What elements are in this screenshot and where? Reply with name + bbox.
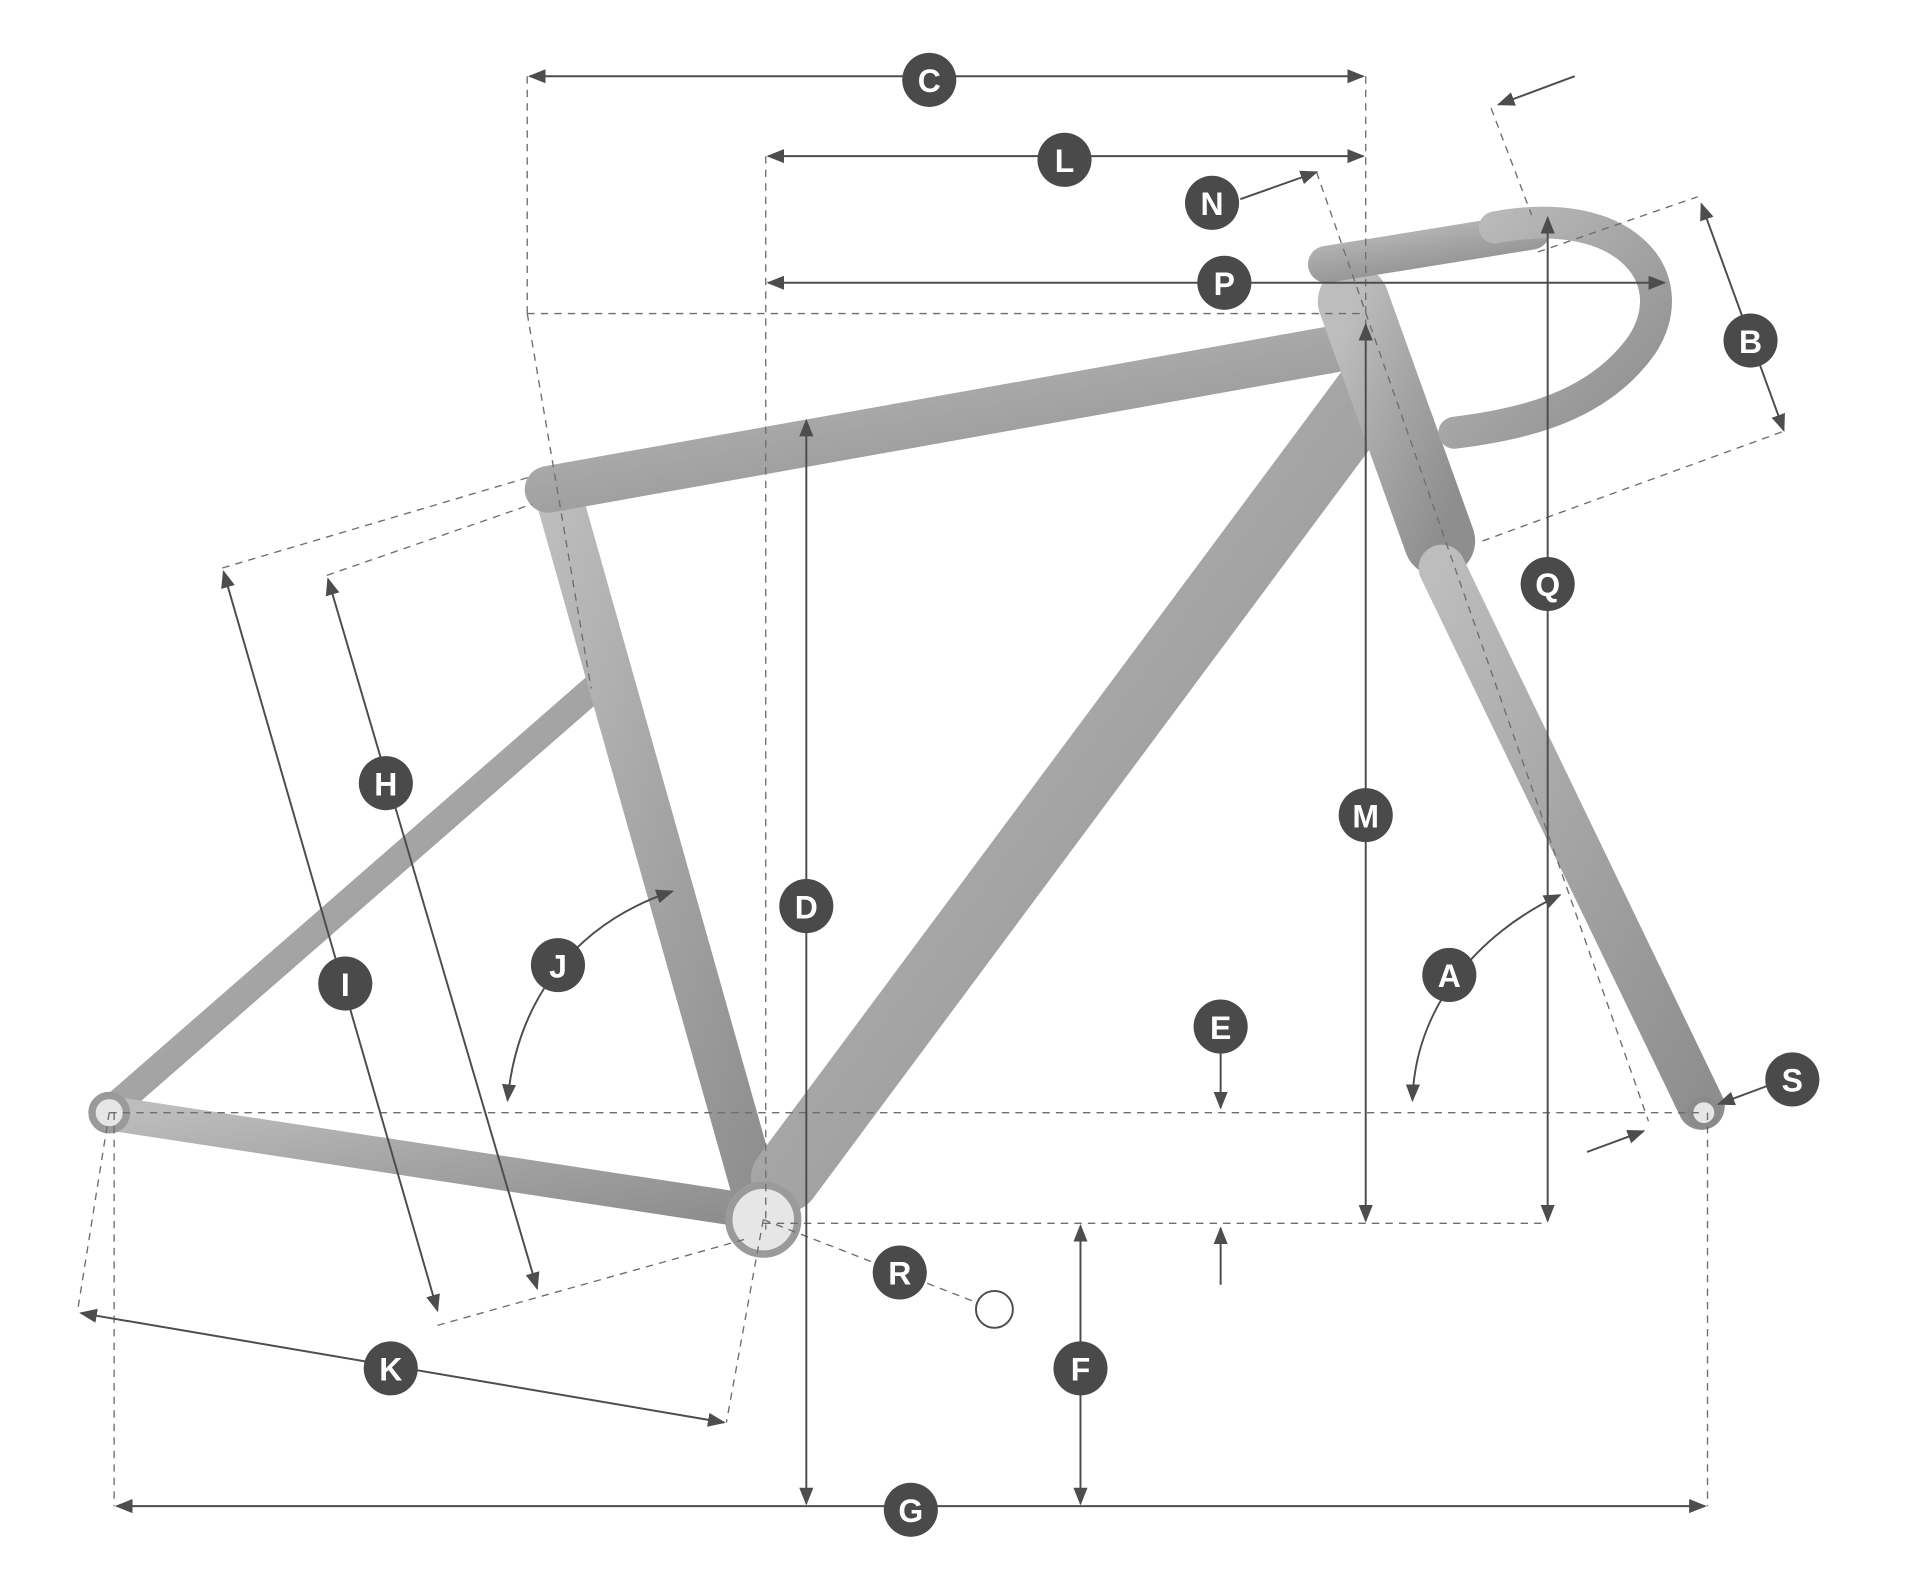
label-L: L <box>1037 132 1092 187</box>
top-tube <box>524 323 1371 513</box>
label-N: N <box>1184 175 1240 230</box>
svg-text:M: M <box>1352 798 1379 834</box>
label-K: K <box>363 1341 418 1396</box>
label-R: R <box>872 1245 927 1300</box>
offset-marker <box>974 1289 1014 1329</box>
fork <box>1418 544 1725 1130</box>
label-I: I <box>318 956 373 1011</box>
label-G: G <box>883 1482 938 1537</box>
label-P: P <box>1197 255 1252 310</box>
down-tube <box>750 359 1403 1213</box>
svg-text:E: E <box>1210 1010 1231 1046</box>
label-D: D <box>779 879 834 934</box>
label-F: F <box>1053 1341 1108 1396</box>
front-dropout <box>1687 1096 1721 1130</box>
svg-text:S: S <box>1782 1063 1803 1099</box>
reference-lines <box>76 76 1787 1507</box>
label-B: B <box>1723 313 1778 368</box>
label-A: A <box>1422 947 1477 1003</box>
svg-text:A: A <box>1438 958 1461 994</box>
chain-stay <box>96 1096 769 1229</box>
svg-text:F: F <box>1071 1352 1091 1388</box>
svg-text:P: P <box>1214 266 1235 302</box>
svg-text:I: I <box>341 967 350 1003</box>
label-J: J <box>530 938 586 993</box>
svg-text:H: H <box>374 766 397 802</box>
bike-frame <box>88 206 1725 1258</box>
label-H: H <box>358 756 413 811</box>
svg-text:C: C <box>918 63 941 99</box>
svg-text:R: R <box>888 1256 911 1292</box>
svg-text:Q: Q <box>1535 567 1560 603</box>
svg-text:B: B <box>1739 324 1762 360</box>
label-M: M <box>1338 788 1393 843</box>
label-S: S <box>1765 1052 1820 1107</box>
svg-text:N: N <box>1200 186 1223 222</box>
svg-text:D: D <box>795 889 818 925</box>
seat-tube <box>533 465 781 1223</box>
label-E: E <box>1193 999 1248 1054</box>
label-Q: Q <box>1520 556 1575 612</box>
svg-text:L: L <box>1055 143 1075 179</box>
svg-text:G: G <box>898 1493 923 1529</box>
label-C: C <box>902 52 957 107</box>
handlebar <box>1438 206 1672 449</box>
svg-text:K: K <box>379 1352 402 1388</box>
svg-text:J: J <box>549 948 567 984</box>
seat-stay <box>100 674 608 1121</box>
